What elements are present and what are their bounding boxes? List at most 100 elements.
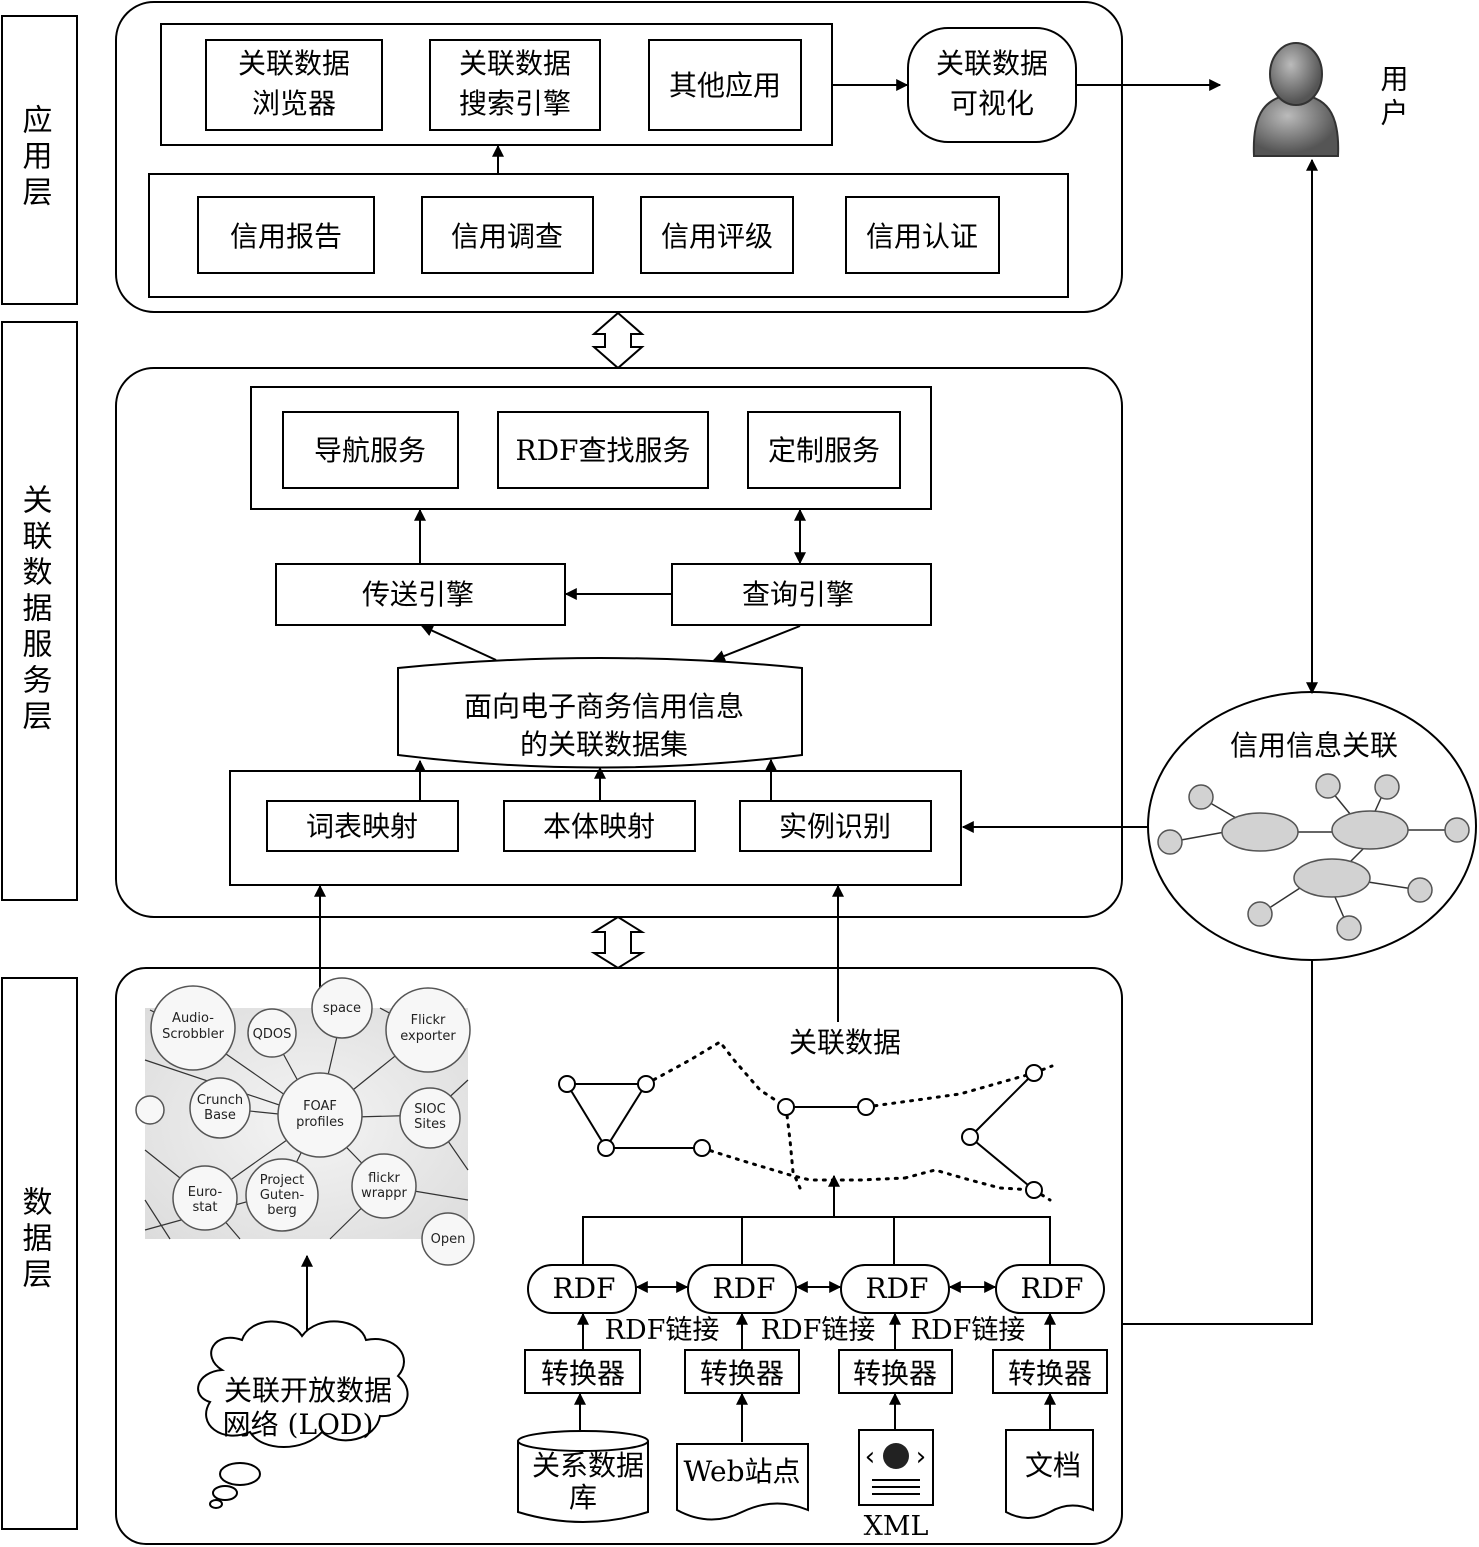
xml-label: XML (864, 1511, 929, 1542)
dataset-line2: 的关联数据集 (520, 728, 688, 761)
layer-data-text: 数据层 (17, 1186, 53, 1294)
converter-2-text: 转换器 (700, 1357, 784, 1390)
rdf-lookup-service-box: RDF查找服务 (497, 411, 709, 489)
converter-4: 转换器 (992, 1349, 1108, 1394)
lod-node-gutenberg-2: Guten- (260, 1188, 305, 1203)
converter-3: 转换器 (838, 1349, 953, 1394)
converter-1-text: 转换器 (541, 1357, 625, 1390)
lod-cloud-line1: 关联开放数据 (224, 1374, 392, 1407)
app-search-line1: 关联数据 (459, 47, 571, 80)
custom-service-box: 定制服务 (747, 411, 901, 489)
user-label: 用户 (1377, 64, 1410, 132)
linked-data-label: 关联数据 (789, 1026, 901, 1059)
lod-node-space: space (323, 1001, 361, 1016)
query-engine-box: 查询引擎 (671, 563, 932, 626)
rdf-node-1: RDF (527, 1264, 637, 1314)
instance-recognition-box: 实例识别 (739, 800, 932, 852)
svg-text:关系数据库: 关系数据库 (532, 1449, 644, 1514)
app-browser-line2: 浏览器 (252, 87, 336, 120)
svg-text:关联数据搜索引擎: 关联数据搜索引擎 (459, 47, 571, 120)
viz-line2: 可视化 (950, 87, 1034, 120)
user-icon (1252, 42, 1340, 157)
source-xml: ‹ › XML (858, 1429, 934, 1542)
linked-data-graph (558, 1040, 1054, 1202)
instance-recognition-text: 实例识别 (779, 810, 891, 843)
db-line2: 库 (569, 1481, 597, 1514)
converter-4-text: 转换器 (1008, 1357, 1092, 1390)
lod-node-crunch-2: Base (204, 1108, 236, 1123)
lod-node-sioc-2: Sites (414, 1117, 446, 1132)
app-browser-box: 关联数据浏览器 (205, 39, 383, 131)
source-document: 文档 (1005, 1429, 1094, 1519)
lod-node-foaf-2: profiles (296, 1115, 344, 1130)
credit-investigation-text: 信用调查 (451, 220, 563, 253)
lod-node-euro-2: stat (193, 1200, 218, 1215)
rdf-lookup-service-text: RDF查找服务 (516, 434, 691, 467)
lod-thought-cloud: 关联开放数据网络 (LOD) (197, 1320, 409, 1509)
rdf-node-4-text: RDF (1021, 1272, 1084, 1305)
rdf-collector-line (582, 1216, 1051, 1265)
lod-node-sioc-1: SIOC (414, 1102, 445, 1117)
xml-bracket-left: ‹ (865, 1442, 875, 1472)
rdf-link-label-1: RDF链接 (605, 1315, 720, 1346)
app-browser-line1: 关联数据 (238, 47, 350, 80)
layer-label-application: 应用层 (1, 15, 78, 305)
vocab-mapping-text: 词表映射 (306, 810, 418, 843)
lod-cloud-image: Audio- Scrobbler QDOS space Flickr expor… (135, 977, 475, 1266)
app-other-text: 其他应用 (669, 69, 781, 102)
viz-line1: 关联数据 (936, 47, 1048, 80)
credit-report-text: 信用报告 (230, 220, 342, 253)
xml-bracket-right: › (916, 1442, 926, 1472)
lod-node-flickr-2: exporter (400, 1029, 456, 1044)
rdf-node-1-text: RDF (553, 1272, 616, 1305)
layer-label-service: 关联数据服务层 (1, 321, 78, 901)
vocab-mapping-box: 词表映射 (266, 800, 459, 852)
lod-node-open: Open (431, 1232, 466, 1247)
converter-3-text: 转换器 (853, 1357, 937, 1390)
credit-investigation-box: 信用调查 (421, 196, 594, 274)
rdf-node-3: RDF (840, 1264, 950, 1314)
lod-node-gutenberg-3: berg (267, 1203, 297, 1218)
db-line1: 关系数据 (532, 1449, 644, 1482)
navigation-service-text: 导航服务 (314, 434, 426, 467)
source-relational-db: 关系数据库 (517, 1430, 649, 1523)
svg-text:关联数据浏览器: 关联数据浏览器 (238, 47, 350, 120)
transfer-engine-text: 传送引擎 (362, 578, 474, 611)
query-engine-text: 查询引擎 (742, 578, 854, 611)
credit-report-box: 信用报告 (197, 196, 375, 274)
app-search-box: 关联数据搜索引擎 (429, 39, 601, 131)
lod-node-foaf-1: FOAF (303, 1099, 337, 1114)
rdf-node-2: RDF (687, 1264, 797, 1314)
layer-label-data: 数据层 (1, 977, 78, 1530)
credit-rating-text: 信用评级 (661, 220, 773, 253)
source-web-site: Web站点 (676, 1443, 809, 1521)
rdf-node-2-text: RDF (713, 1272, 776, 1305)
rdf-link-label-2: RDF链接 (761, 1315, 876, 1346)
credit-association-text: 信用信息关联 (1230, 729, 1398, 762)
lod-node-wrappr-2: wrappr (361, 1186, 407, 1201)
ontology-mapping-box: 本体映射 (503, 800, 696, 852)
lod-node-audio-2: Scrobbler (162, 1027, 225, 1042)
double-arrow-service-data (590, 915, 646, 970)
dataset-line1: 面向电子商务信用信息 (464, 690, 744, 723)
service-layer: 导航服务 RDF查找服务 定制服务 传送引擎 查询引擎 面向电子商务信用信息的关… (115, 367, 1123, 918)
svg-text:关联数据可视化: 关联数据可视化 (936, 47, 1048, 120)
lod-node-flickr-1: Flickr (411, 1013, 446, 1028)
lod-node-wrappr-1: flickr (368, 1171, 400, 1186)
ontology-mapping-text: 本体映射 (543, 810, 655, 843)
svg-text:面向电子商务信用信息的关联数据集: 面向电子商务信用信息的关联数据集 (464, 690, 744, 761)
converter-2: 转换器 (684, 1349, 800, 1394)
credit-association-ellipse: 信用信息关联 (1147, 691, 1477, 961)
arrow-query-to-dataset (712, 625, 801, 662)
transfer-engine-box: 传送引擎 (275, 563, 566, 626)
arrow-dataset-to-transfer (420, 625, 497, 661)
dataset-cylinder: 面向电子商务信用信息的关联数据集 (397, 657, 803, 769)
arrow-association-to-rdf (1092, 960, 1313, 1330)
lod-node-gutenberg-1: Project (260, 1173, 304, 1188)
double-arrow-app-service (591, 311, 645, 370)
lod-cloud-line2: 网络 (LOD) (223, 1408, 374, 1441)
web-site-text: Web站点 (684, 1455, 801, 1488)
credit-certification-text: 信用认证 (866, 220, 978, 253)
lod-node-audio-1: Audio- (172, 1011, 214, 1026)
